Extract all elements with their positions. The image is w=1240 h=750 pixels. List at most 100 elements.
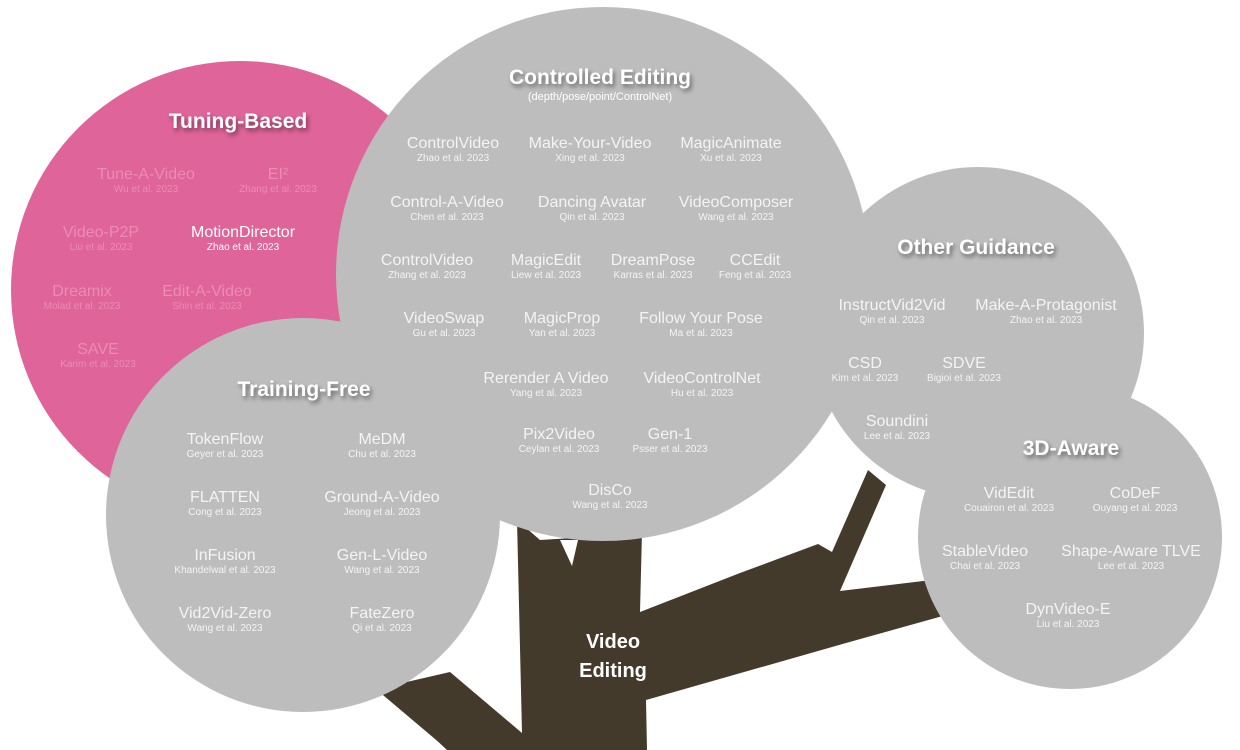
method-citation: Karim et al. 2023: [60, 359, 136, 370]
method-item: FateZero Qi et al. 2023: [350, 606, 415, 634]
method-citation: Feng et al. 2023: [718, 270, 792, 281]
method-citation: Zhao et al. 2023: [416, 153, 490, 164]
method-name: CoDeF: [1109, 485, 1161, 502]
method-name: MagicAnimate: [680, 135, 782, 152]
method-name: CSD: [848, 355, 882, 372]
method-name: Gen-L-Video: [336, 547, 428, 564]
method-citation: Karras et al. 2023: [613, 270, 693, 281]
method-citation: Khandelwal et al. 2023: [174, 565, 276, 576]
method-name: Shape-Aware TLVE: [1061, 543, 1201, 560]
method-item: CoDeF Ouyang et al. 2023: [1093, 486, 1178, 514]
method-name: VideoComposer: [678, 194, 794, 211]
method-citation: Molad et al. 2023: [43, 301, 121, 312]
method-name: Control-A-Video: [390, 194, 504, 211]
method-item: Dreamix Molad et al. 2023: [44, 284, 121, 312]
method-citation: Zhao et al. 2023: [206, 242, 280, 253]
method-item: MagicEdit Liew et al. 2023: [511, 253, 581, 281]
method-name: Soundini: [865, 413, 929, 430]
method-name: VideoControlNet: [643, 370, 761, 387]
method-name: ControlVideo: [380, 252, 474, 269]
method-item: MeDM Chu et al. 2023: [348, 432, 416, 460]
method-item: StableVideo Chai et al. 2023: [942, 544, 1028, 572]
3d-aware-circle: [918, 385, 1222, 689]
method-name: Pix2Video: [523, 426, 595, 443]
method-name: DynVideo-E: [1025, 601, 1111, 618]
method-item: DynVideo-E Liu et al. 2023: [1025, 602, 1110, 630]
method-name: TokenFlow: [186, 431, 264, 448]
method-item: CCEdit Feng et al. 2023: [719, 253, 791, 281]
method-citation: Jeong et al. 2023: [343, 507, 421, 518]
root-label-line1: Video: [585, 631, 641, 653]
method-name: VideoSwap: [403, 310, 485, 327]
method-name: DreamPose: [610, 252, 696, 269]
method-name: StableVideo: [942, 543, 1028, 560]
method-name: Ground-A-Video: [324, 489, 440, 506]
method-citation: Kim et al. 2023: [831, 373, 899, 384]
category-title-3d-aware: 3D-Aware: [1022, 437, 1120, 460]
method-citation: Wang et al. 2023: [344, 565, 420, 576]
method-name: ControlVideo: [406, 135, 500, 152]
method-item: Vid2Vid-Zero Wang et al. 2023: [179, 606, 272, 634]
method-item: Gen-L-Video Wang et al. 2023: [337, 548, 427, 576]
controlled-editing-circle: [336, 7, 870, 541]
method-item: Tune-A-Video Wu et al. 2023: [97, 167, 195, 195]
method-name: FateZero: [349, 605, 415, 622]
method-citation: Hu et al. 2023: [670, 388, 734, 399]
method-citation: Cong et al. 2023: [188, 507, 262, 518]
method-item: ControlVideo Zhao et al. 2023: [407, 136, 499, 164]
method-item: Soundini Lee et al. 2023: [864, 414, 930, 442]
method-name: MagicEdit: [510, 252, 582, 269]
method-citation: Yang et al. 2023: [509, 388, 583, 399]
method-citation: Liu et al. 2023: [69, 242, 133, 253]
method-citation: Gu et al. 2023: [412, 328, 476, 339]
method-name: InstructVid2Vid: [838, 297, 946, 314]
method-item: Follow Your Pose Ma et al. 2023: [639, 311, 763, 339]
method-name: FLATTEN: [190, 489, 260, 506]
method-name: Tune-A-Video: [97, 166, 195, 183]
method-item: InstructVid2Vid Qin et al. 2023: [838, 298, 945, 326]
method-name: MotionDirector: [190, 224, 296, 241]
method-citation: Ceylan et al. 2023: [518, 444, 600, 455]
method-name: SAVE: [77, 341, 119, 358]
method-item: InFusion Khandelwal et al. 2023: [174, 548, 275, 576]
root-label: Video Editing: [579, 628, 647, 686]
method-item: VideoControlNet Hu et al. 2023: [643, 371, 760, 399]
method-citation: Chai et al. 2023: [949, 561, 1021, 572]
method-name: Dancing Avatar: [537, 194, 647, 211]
method-name: SDVE: [942, 355, 986, 372]
method-citation: Zhang et al. 2023: [388, 270, 466, 281]
method-citation: Yan et al. 2023: [528, 328, 596, 339]
method-name: Make-Your-Video: [528, 135, 652, 152]
method-item: Gen-1 Psser et al. 2023: [632, 427, 707, 455]
method-name: Vid2Vid-Zero: [178, 605, 272, 622]
method-name: VidEdit: [983, 485, 1035, 502]
method-citation: Wu et al. 2023: [113, 184, 179, 195]
method-citation: Chen et al. 2023: [410, 212, 484, 223]
method-name: Make-A-Protagonist: [975, 297, 1117, 314]
method-citation: Wang et al. 2023: [698, 212, 774, 223]
method-item: Make-A-Protagonist Zhao et al. 2023: [975, 298, 1116, 326]
method-citation: Geyer et al. 2023: [186, 449, 264, 460]
method-citation: Ma et al. 2023: [669, 328, 733, 339]
trunk: [377, 470, 957, 750]
method-citation: Shin et al. 2023: [172, 301, 242, 312]
method-citation: Liew et al. 2023: [510, 270, 582, 281]
method-item: Rerender A Video Yang et al. 2023: [483, 371, 608, 399]
method-item: CSD Kim et al. 2023: [832, 356, 899, 384]
method-citation: Wang et al. 2023: [572, 500, 648, 511]
method-item: Ground-A-Video Jeong et al. 2023: [324, 490, 439, 518]
method-name: EI²: [267, 166, 289, 183]
method-item: VidEdit Couairon et al. 2023: [964, 486, 1054, 514]
category-title-other-guidance: Other Guidance: [897, 236, 1055, 259]
method-item: DreamPose Karras et al. 2023: [611, 253, 695, 281]
method-citation: Zhao et al. 2023: [1009, 315, 1083, 326]
category-subtitle-controlled-editing: (depth/pose/point/ControlNet): [527, 91, 673, 103]
method-name: Edit-A-Video: [162, 283, 252, 300]
method-item: Video-P2P Liu et al. 2023: [63, 225, 139, 253]
method-item: MagicProp Yan et al. 2023: [524, 311, 600, 339]
method-citation: Liu et al. 2023: [1036, 619, 1100, 630]
method-name: MagicProp: [523, 310, 601, 327]
method-name: Follow Your Pose: [639, 310, 763, 327]
method-item: Pix2Video Ceylan et al. 2023: [519, 427, 600, 455]
